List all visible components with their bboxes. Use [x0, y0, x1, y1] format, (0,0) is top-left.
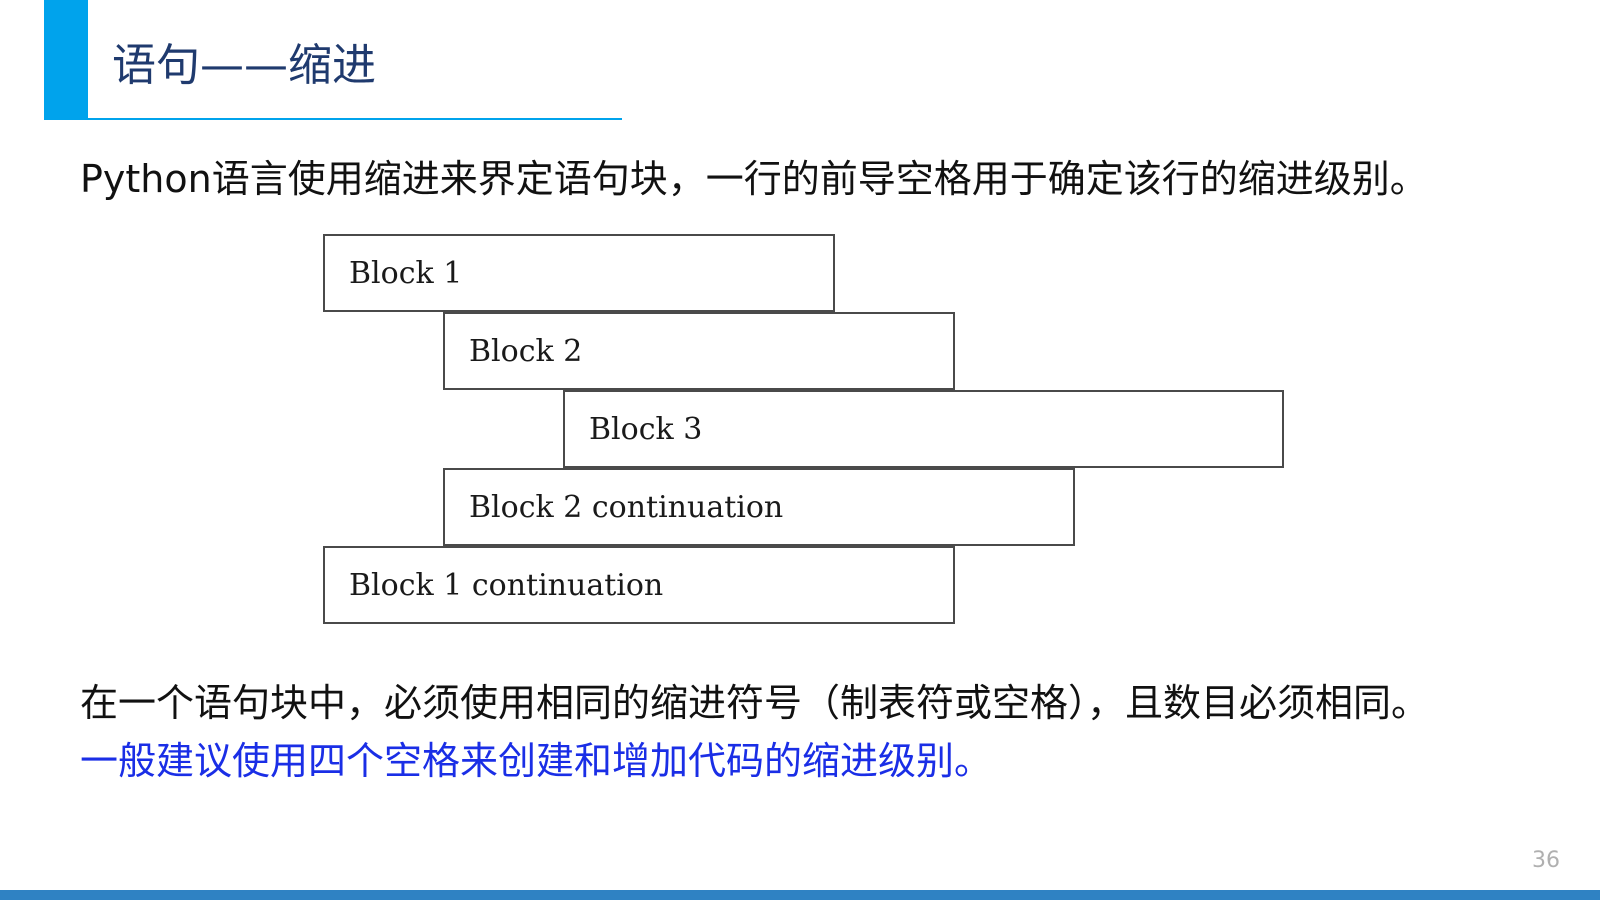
title-underline	[44, 118, 622, 120]
bottom-bar	[0, 890, 1600, 900]
block-2-continuation: Block 2 continuation	[443, 468, 1075, 546]
note-text: 在一个语句块中，必须使用相同的缩进符号（制表符或空格），且数目必须相同。 一般建…	[80, 674, 1429, 790]
block-1-continuation: Block 1 continuation	[323, 546, 955, 624]
slide-title: 语句——缩进	[112, 40, 376, 91]
intro-text: Python语言使用缩进来界定语句块，一行的前导空格用于确定该行的缩进级别。	[80, 157, 1428, 201]
note-line-1: 在一个语句块中，必须使用相同的缩进符号（制表符或空格），且数目必须相同。	[80, 681, 1430, 725]
page-number: 36	[1532, 848, 1560, 873]
note-line-2-highlight: 一般建议使用四个空格来创建和增加代码的缩进级别。	[80, 739, 993, 783]
title-accent-bar	[44, 0, 88, 120]
block-1: Block 1	[323, 234, 835, 312]
block-2: Block 2	[443, 312, 955, 390]
block-3: Block 3	[563, 390, 1284, 468]
